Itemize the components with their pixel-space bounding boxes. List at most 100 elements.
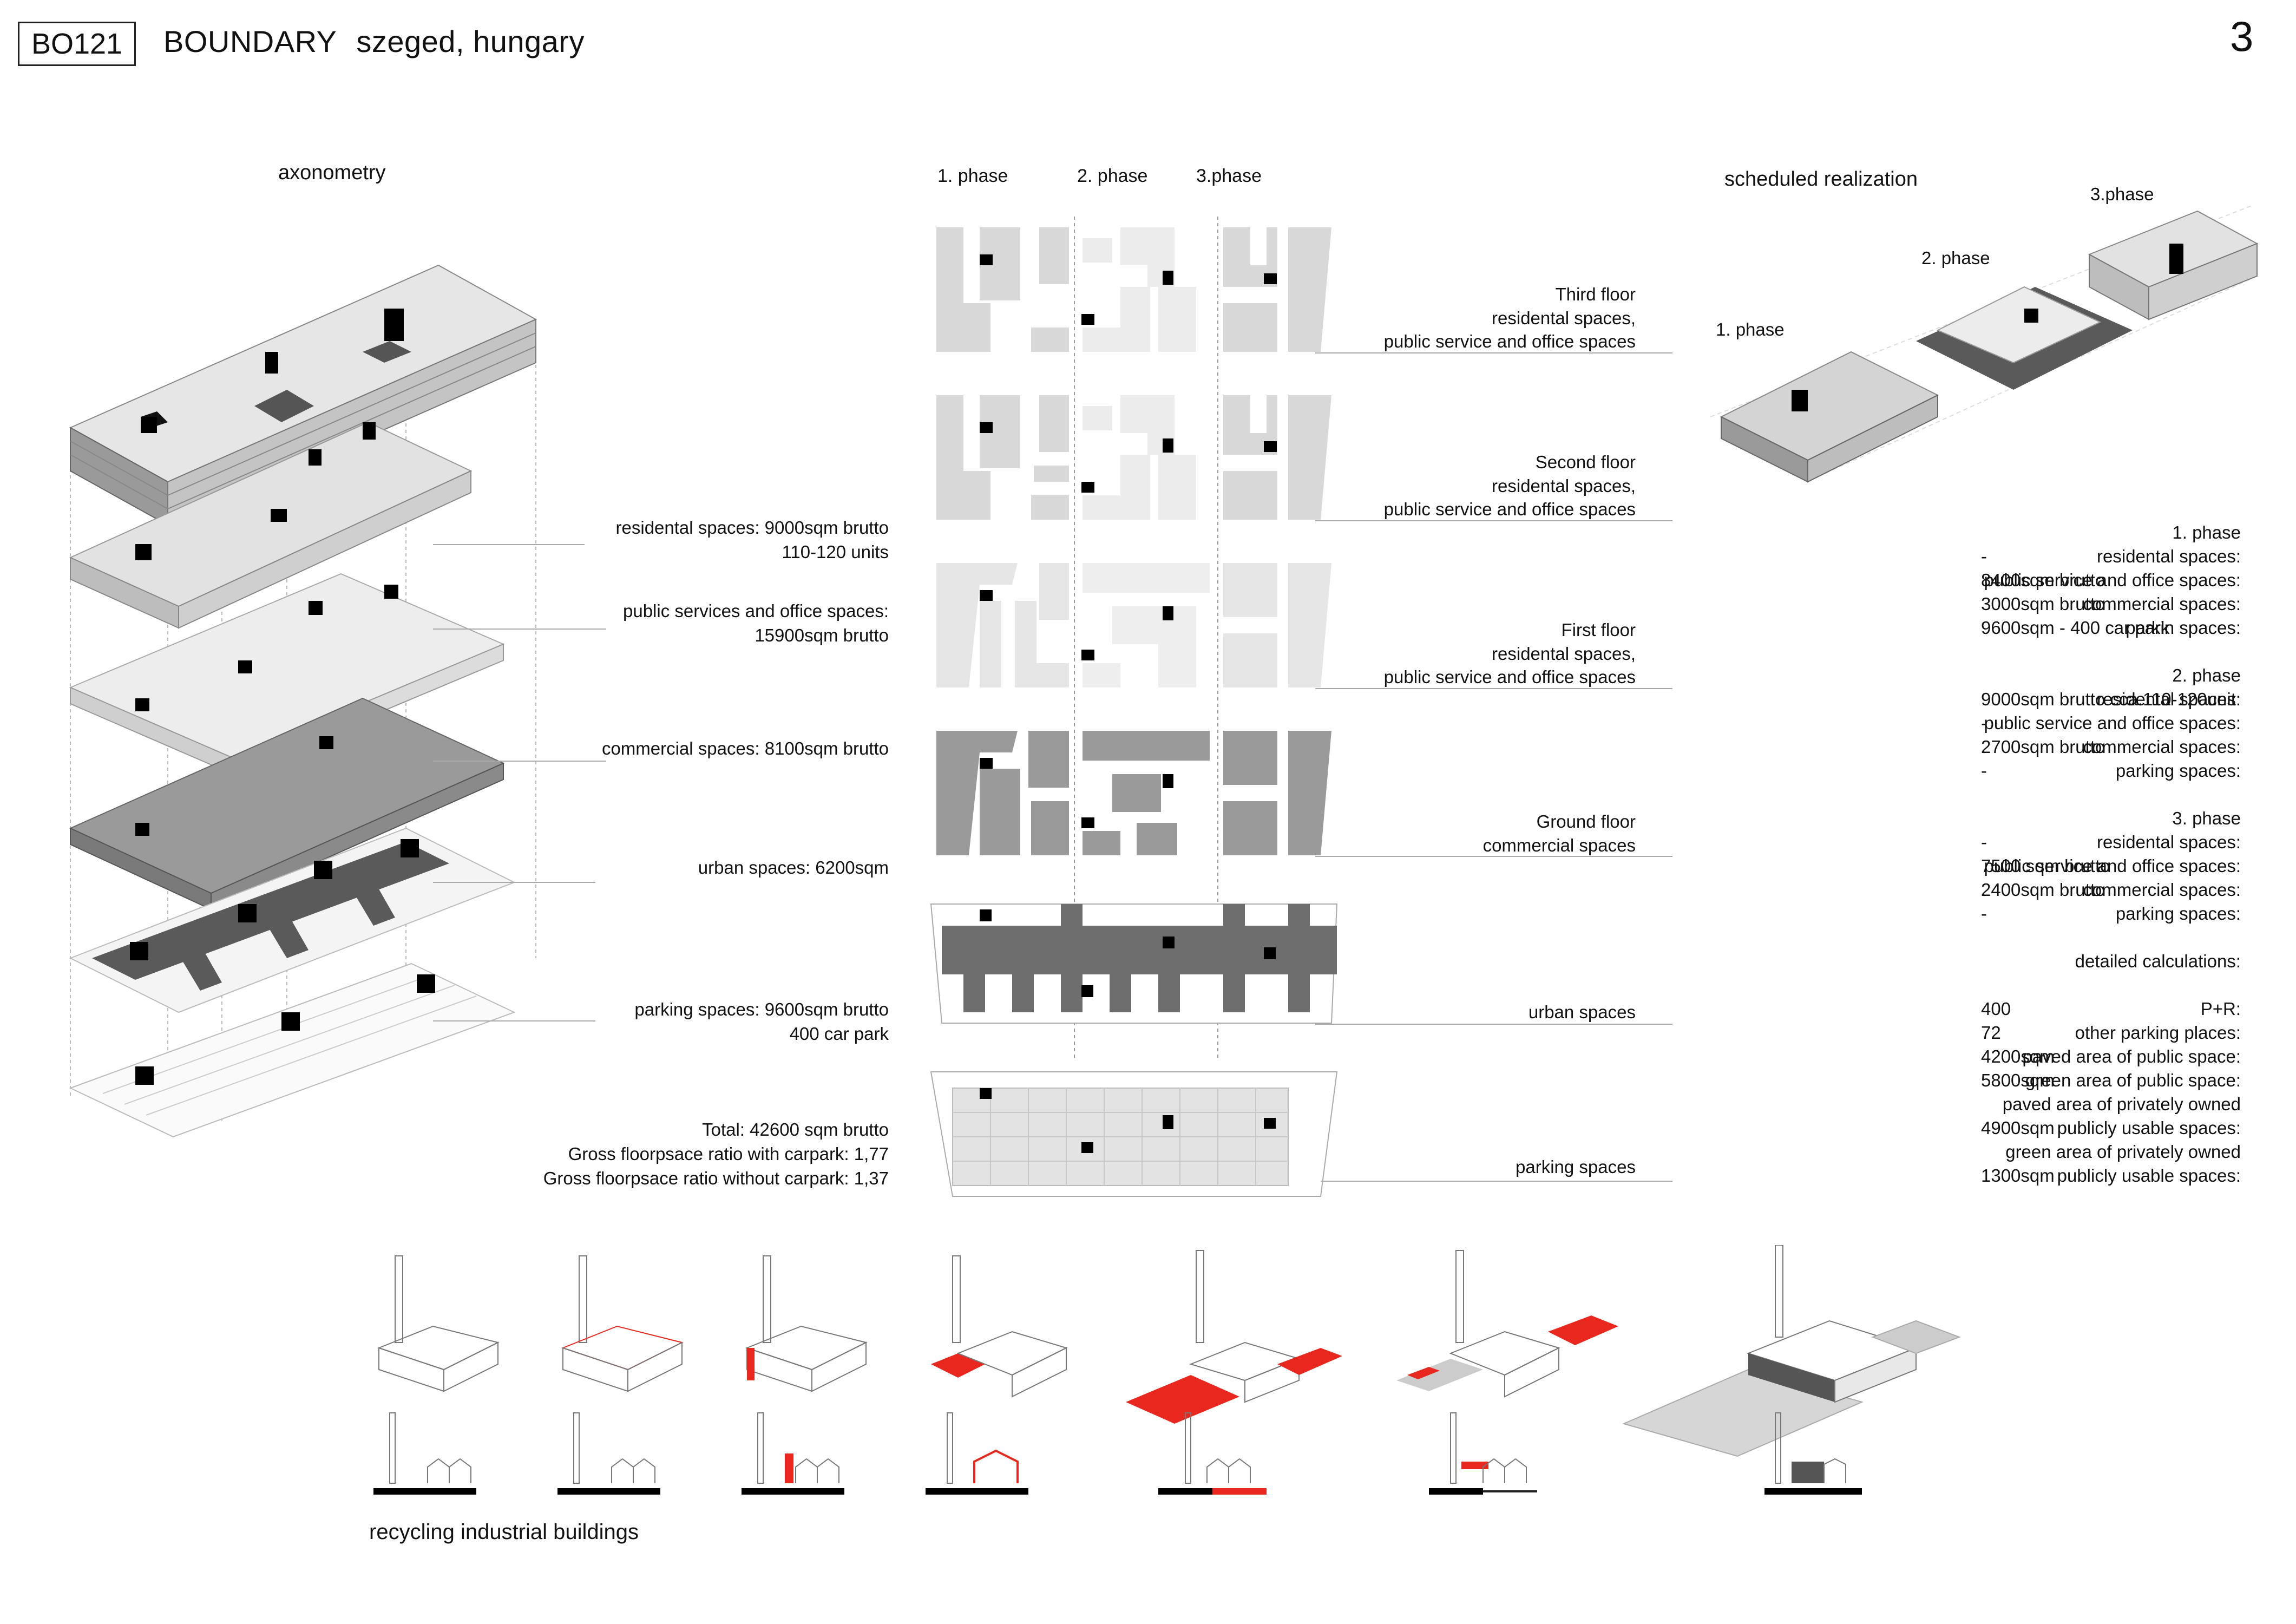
sched-row-value: 1300sqm — [1981, 1165, 2055, 1186]
plan-urban-spaces — [930, 903, 1338, 1024]
axon-label-office: public services and office spaces: 15900… — [623, 599, 889, 647]
axon-urban-layer — [69, 827, 516, 1013]
plan-label-line: parking spaces — [1516, 1157, 1636, 1177]
plan-label-third-floor: Third floor residental spaces, public se… — [1384, 283, 1636, 353]
sched-row-value: 400 — [1981, 999, 2011, 1019]
axon-label-parking: parking spaces: 9600sqm brutto 400 car p… — [634, 997, 889, 1046]
plan-ground-floor — [936, 731, 1331, 855]
sched-row-key: public service and office spaces: — [1984, 570, 2241, 590]
axon-leader-lines — [433, 544, 606, 1021]
axon-residential-layer — [69, 421, 473, 629]
sched-row-key: publicly usable spaces: — [2057, 1118, 2241, 1138]
recycle-step-6 — [1396, 1250, 1618, 1495]
sched-row-key: detailed calculations: — [2075, 951, 2241, 971]
axon-commercial-layer — [69, 697, 505, 911]
plan-label-ground-floor: Ground floor commercial spaces — [1483, 810, 1636, 857]
sched-row-value: 2400sqm brutto — [1981, 880, 2105, 900]
project-code-box: BO121 — [18, 22, 136, 66]
plan-label-parking: parking spaces — [1516, 1155, 1636, 1179]
axon-label-urban: urban spaces: 6200sqm — [698, 855, 889, 880]
phase-header-2: 2. phase — [1077, 166, 1148, 186]
sched-row-key: 2. phase — [2172, 665, 2241, 685]
sched-phase-1-block — [1720, 351, 1939, 483]
sched-row-key: green area of public space: — [2025, 1070, 2241, 1090]
axon-label-line: urban spaces: 6200sqm — [698, 857, 889, 878]
recycle-step-3 — [742, 1255, 868, 1495]
plan-label-line: First floor — [1561, 620, 1636, 640]
plan-third-floor — [936, 227, 1331, 352]
sched-row-value: - — [1981, 832, 1987, 852]
plan-label-line: Third floor — [1555, 284, 1636, 304]
axon-label-line: Total: 42600 sqm brutto — [702, 1119, 889, 1140]
phase-header-3: 3.phase — [1196, 166, 1262, 186]
title-text: BOUNDARY — [163, 24, 337, 58]
sched-row-key: paved area of privately owned — [2002, 1094, 2241, 1114]
sched-phase-3-block — [2088, 210, 2259, 320]
sched-row-key: P+R: — [2200, 999, 2241, 1019]
scheduled-phases-drawing — [1710, 206, 2259, 483]
plan-second-floor — [936, 395, 1331, 520]
sched-row-key: residental spaces: — [2097, 546, 2241, 566]
sched-phase-2-block — [1916, 286, 2133, 390]
sched-row-key: commercial spaces: — [2083, 880, 2241, 900]
phase-header-1: 1. phase — [937, 166, 1008, 186]
sched-phase-label-2: 2. phase — [1921, 248, 1990, 268]
sched-row-value: - — [1981, 713, 1987, 733]
plan-label-line: urban spaces — [1528, 1002, 1636, 1022]
plan-label-line: Ground floor — [1536, 811, 1636, 831]
axon-label-line: 110-120 units — [782, 542, 889, 562]
sched-row-key: commercial spaces: — [2083, 737, 2241, 757]
axonometry-drawing — [69, 264, 537, 1138]
axon-label-line: 15900sqm brutto — [755, 625, 889, 645]
sched-row-value: 9600sqm - 400 car park — [1981, 618, 2170, 638]
recycle-step-1 — [373, 1255, 500, 1495]
plan-label-line: residental spaces, — [1492, 475, 1636, 496]
sched-row-value: 8400sqm brutto — [1981, 570, 2105, 590]
sched-phase-label-1: 1. phase — [1716, 319, 1785, 339]
sched-row-value: 7500 sqm brutto — [1981, 856, 2110, 876]
sched-row-key: 1. phase — [2172, 522, 2241, 542]
sched-row-value: - — [1981, 546, 1987, 566]
page-number: 3 — [2230, 12, 2254, 60]
floor-plans — [930, 217, 1672, 1197]
plan-label-line: residental spaces, — [1492, 643, 1636, 664]
sched-row-key: publicly usable spaces: — [2057, 1165, 2241, 1186]
axonometry-title: axonometry — [278, 161, 386, 184]
sched-row-key: public service and office spaces: — [1984, 713, 2241, 733]
sched-row-key: parking spaces: — [2115, 903, 2241, 924]
recycle-step-2 — [557, 1255, 684, 1495]
sched-row-key: other parking places: — [2075, 1023, 2241, 1043]
plan-label-urban: urban spaces — [1529, 1000, 1636, 1024]
sched-row-value: 2700sqm brutto — [1981, 737, 2105, 757]
axon-label-line: 400 car park — [789, 1024, 889, 1044]
sched-row-key: parking spaces: — [2115, 761, 2241, 781]
plan-label-first-floor: First floor residental spaces, public se… — [1384, 618, 1636, 689]
axon-label-line: public services and office spaces: — [623, 601, 889, 621]
plan-label-second-floor: Second floor residental spaces, public s… — [1384, 450, 1636, 521]
axon-label-line: residental spaces: 9000sqm brutto — [615, 518, 889, 538]
plan-label-line: residental spaces, — [1492, 307, 1636, 328]
sched-row-key: green area of privately owned — [2005, 1142, 2241, 1162]
plan-parking-spaces — [930, 1071, 1338, 1197]
recycling-caption: recycling industrial buildings — [369, 1520, 639, 1544]
sched-row-value: 4200sqm — [1981, 1046, 2055, 1066]
axon-label-commercial: commercial spaces: 8100sqm brutto — [602, 736, 889, 761]
axon-label-line: Gross floorpsace ratio with carpark: 1,7… — [568, 1144, 889, 1164]
plan-label-line: commercial spaces — [1482, 835, 1636, 855]
sched-row-value: 3000sqm brutto — [1981, 594, 2105, 614]
sched-row-value: 5800sqm — [1981, 1070, 2055, 1090]
axon-label-line: commercial spaces: 8100sqm brutto — [601, 738, 889, 758]
recycle-step-4 — [926, 1255, 1068, 1495]
sched-row-key: paved area of public space: — [2022, 1046, 2241, 1066]
sched-row-key: parkin spaces: — [2126, 618, 2241, 638]
sched-row-value: - — [1981, 903, 1987, 924]
sched-row-value: 4900sqm — [1981, 1118, 2055, 1138]
recycle-step-7 — [1622, 1245, 1961, 1495]
plan-label-line: public service and office spaces — [1383, 331, 1636, 351]
sched-row-key: commercial spaces: — [2083, 594, 2241, 614]
recycling-sequence — [373, 1245, 1961, 1495]
sched-row-value: 9000sqm brutto cca.110-120unit — [1981, 689, 2236, 709]
axon-label-residential: residental spaces: 9000sqm brutto 110-12… — [616, 515, 889, 564]
recycle-step-5 — [1126, 1250, 1342, 1495]
